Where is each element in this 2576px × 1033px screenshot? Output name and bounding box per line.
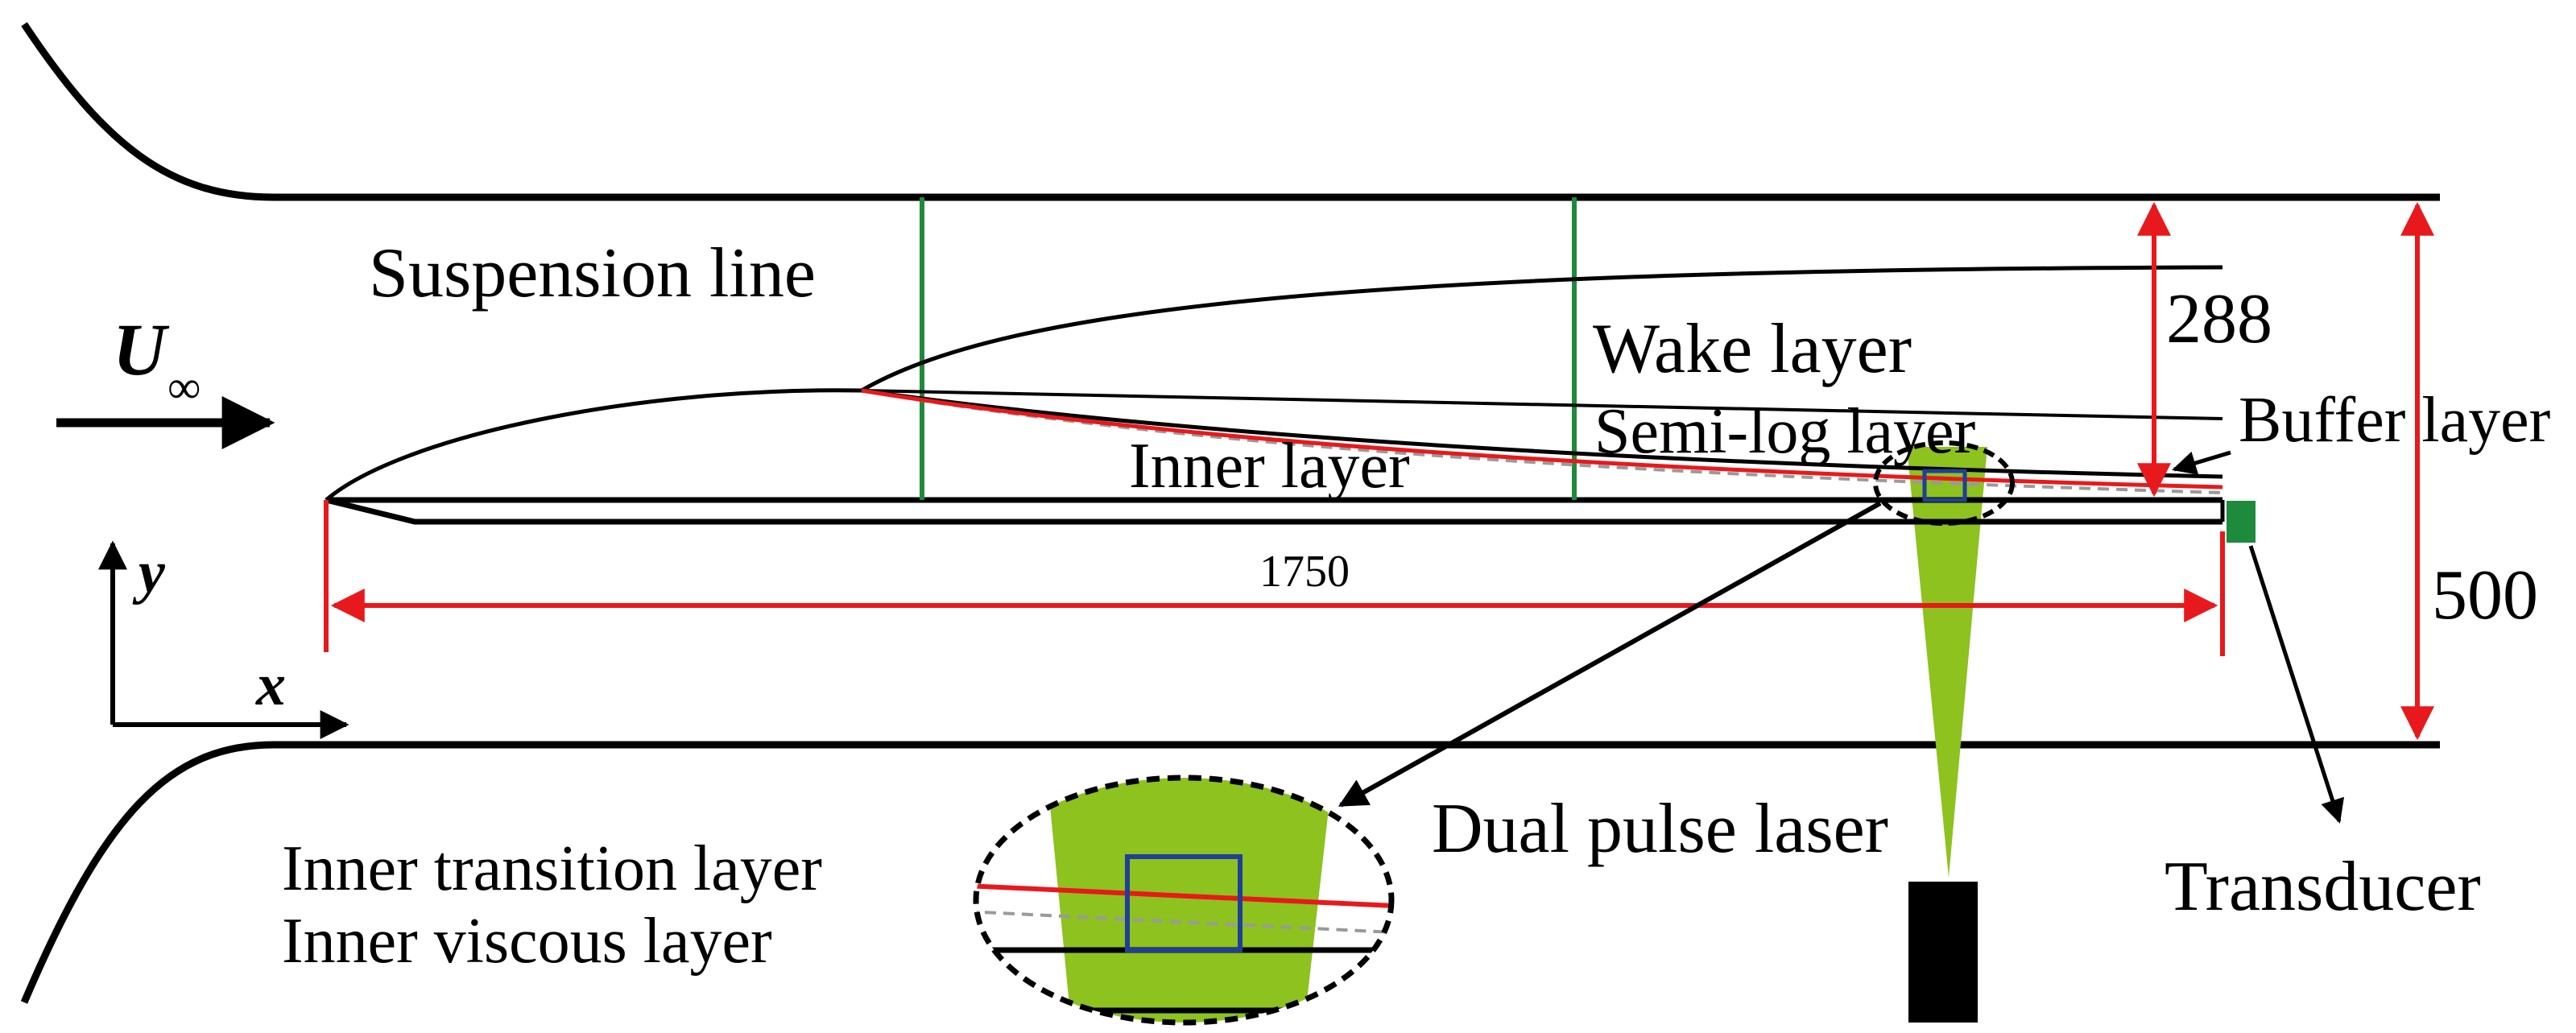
inner-viscous-layer-label: Inner viscous layer xyxy=(282,906,772,977)
wake-layer-label: Wake layer xyxy=(1593,310,1912,388)
transducer-leader-arrow xyxy=(2248,545,2345,824)
x-axis-label: x xyxy=(255,652,286,718)
zoom-circle-outline xyxy=(973,775,1395,1026)
laser-source xyxy=(1908,882,1978,1023)
coordinate-axes: y x xyxy=(98,539,349,739)
freestream-velocity-subscript: ∞ xyxy=(167,361,201,413)
y-axis-label: y xyxy=(132,539,166,605)
interrogation-window xyxy=(1922,469,1967,502)
zoom-dashed-profile xyxy=(976,910,1391,934)
dimension-1750-label: 1750 xyxy=(1259,547,1350,597)
buffer-layer-label: Buffer layer xyxy=(2239,385,2550,456)
upper-channel-wall xyxy=(21,22,2440,201)
semi-log-layer-boundary xyxy=(861,388,2223,479)
laser-beam xyxy=(1907,447,1987,878)
plate-leading-edge xyxy=(325,497,2222,525)
wake-layer-boundary xyxy=(861,389,2223,420)
zoom-log-profile xyxy=(976,883,1391,908)
inner-layer-label: Inner layer xyxy=(1129,431,1410,502)
freestream-velocity-symbol: U xyxy=(113,308,170,390)
suspension-line-label: Suspension line xyxy=(369,234,816,312)
zoom-interrogation-window xyxy=(1125,854,1243,952)
dual-pulse-laser-label: Dual pulse laser xyxy=(1432,790,1888,868)
freestream-velocity: U ∞ xyxy=(56,308,275,449)
strut-outline xyxy=(325,265,2223,502)
zoom-inset xyxy=(973,775,1395,1026)
log-profile-line xyxy=(861,388,2223,490)
zoom-source-circle xyxy=(1873,440,2015,526)
inner-transition-layer-label: Inner transition layer xyxy=(282,833,822,904)
zoom-leader-arrow xyxy=(1338,501,1882,808)
lower-channel-wall xyxy=(20,741,2440,1004)
semi-log-layer-label: Semi-log layer xyxy=(1594,396,1975,467)
dimension-288-label: 288 xyxy=(2166,280,2272,358)
transducer-block xyxy=(2227,501,2256,543)
transducer-label: Transducer xyxy=(2165,848,2481,926)
dimension-500-label: 500 xyxy=(2432,556,2538,634)
buffer-layer-leader-arrow xyxy=(2172,450,2231,475)
